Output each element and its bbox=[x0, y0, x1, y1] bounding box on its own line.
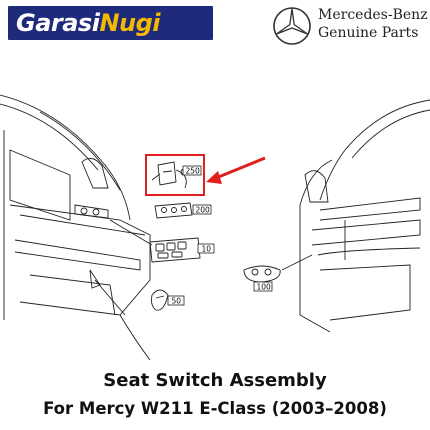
callout-250-label: 250 bbox=[186, 167, 201, 176]
product-title: Seat Switch Assembly bbox=[103, 370, 327, 391]
door-parts-diagram: 250 200 10 50 bbox=[0, 94, 430, 360]
mercedes-star-icon bbox=[273, 7, 311, 45]
logo-text-part1: Garasi bbox=[16, 9, 100, 37]
part-200: 200 bbox=[154, 202, 212, 219]
part-100: 100 bbox=[243, 254, 313, 292]
part-250-highlight-frame bbox=[145, 154, 205, 196]
callout-10-label: 10 bbox=[202, 245, 212, 254]
product-subtitle: For Mercy W211 E-Class (2003–2008) bbox=[43, 399, 387, 418]
logo-text: GarasiNugi bbox=[16, 9, 161, 37]
highlight-arrow bbox=[206, 156, 266, 184]
left-door-drawing bbox=[0, 94, 151, 360]
brand-tagline: Genuine Parts bbox=[318, 25, 419, 41]
logo-text-part2: Nugi bbox=[99, 9, 161, 37]
callout-200-label: 200 bbox=[196, 206, 211, 215]
part-250: 250 bbox=[145, 154, 205, 196]
callout-50-label: 50 bbox=[172, 297, 182, 306]
right-door-drawing bbox=[299, 99, 430, 333]
brand-name: Mercedes-Benz bbox=[318, 7, 428, 23]
part-50: 50 bbox=[151, 289, 185, 311]
garasinugi-logo: GarasiNugi bbox=[8, 6, 213, 40]
part-10: 10 bbox=[109, 219, 215, 263]
callout-100-label: 100 bbox=[257, 283, 272, 292]
